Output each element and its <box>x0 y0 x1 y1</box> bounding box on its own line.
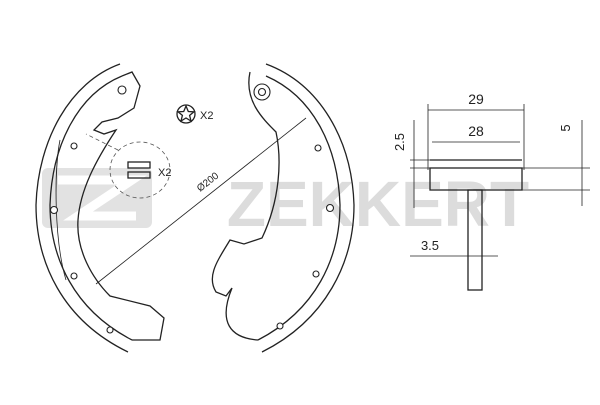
left-shoe-hole-4 <box>106 326 114 334</box>
logo-text: ZEKKERT <box>227 168 529 240</box>
spring-clip-icon <box>127 161 151 169</box>
left-shoe-lining-inner <box>49 75 133 341</box>
spring-clip-icon-2 <box>127 171 151 179</box>
logo-mark-icon <box>42 168 152 228</box>
zekkert-logo-watermark: ZEKKERT <box>42 168 529 240</box>
right-shoe-pivot-inner <box>257 87 267 97</box>
dim-3-5-label: 3.5 <box>421 238 439 253</box>
diameter-label: Ø200 <box>195 170 221 194</box>
left-shoe-lining-outer <box>35 63 129 353</box>
star-bolt-icon <box>176 104 196 123</box>
left-shoe-hole-3 <box>70 272 78 280</box>
diameter-line <box>95 117 307 285</box>
spring-callout: X2 <box>85 133 171 199</box>
shoe-cross-section: 29 28 2.5 5 3.5 <box>392 91 590 291</box>
left-shoe-hole-top <box>117 85 127 95</box>
spring-quantity-label: X2 <box>158 167 171 179</box>
right-shoe-hole-2 <box>325 203 335 213</box>
dim-2-5-label: 2.5 <box>392 133 407 151</box>
right-shoe-hole-1 <box>314 144 322 152</box>
right-shoe-hole-3 <box>312 270 320 278</box>
right-brake-shoe <box>211 63 355 353</box>
right-shoe-hole-4 <box>276 322 284 330</box>
dim-28-label: 28 <box>468 123 484 139</box>
star-bolt-quantity-label: X2 <box>200 110 213 122</box>
right-shoe-web-outline <box>211 71 280 341</box>
left-brake-shoe <box>35 63 165 353</box>
left-shoe-hole-2 <box>49 205 59 215</box>
spring-callout-circle <box>109 141 171 199</box>
left-shoe-web-outline <box>77 71 165 341</box>
left-shoe-rim-detail <box>55 139 67 281</box>
left-shoe-hole-1 <box>70 142 78 150</box>
dim-5-label: 5 <box>558 124 573 131</box>
star-bolt-part: X2 <box>176 104 213 124</box>
right-shoe-lining-inner <box>257 75 341 341</box>
spring-callout-leader <box>85 133 119 151</box>
right-shoe-lining-outer <box>261 63 355 353</box>
dim-29-label: 29 <box>468 91 484 107</box>
